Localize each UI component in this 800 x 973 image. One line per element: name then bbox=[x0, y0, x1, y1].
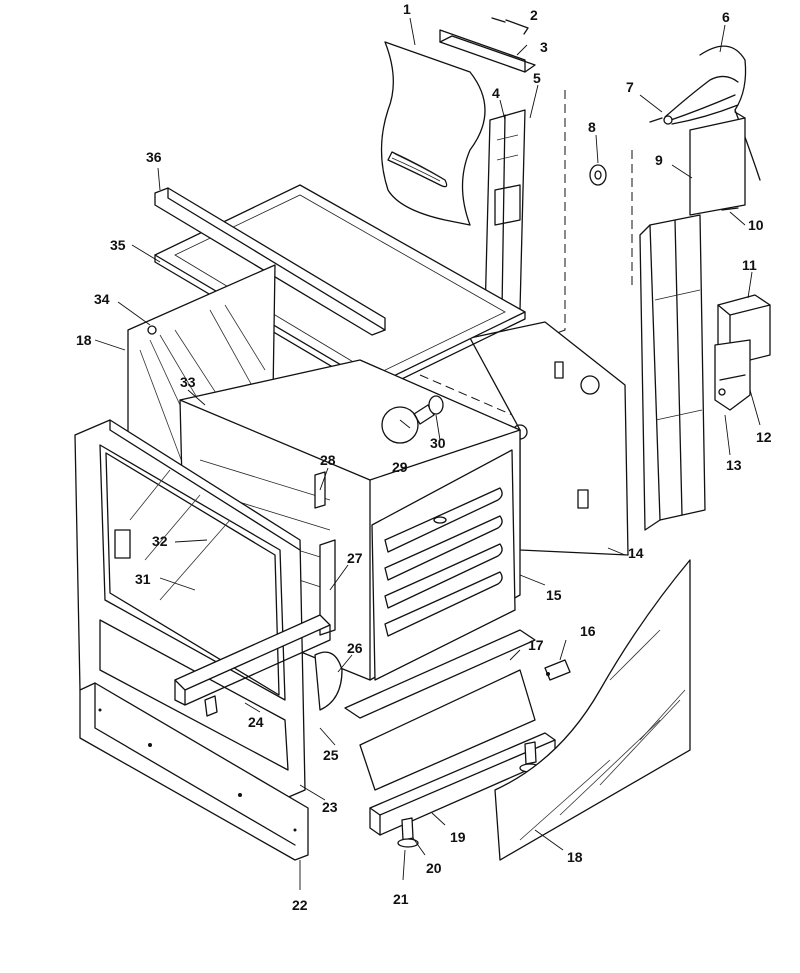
part-clip bbox=[544, 659, 571, 681]
callout-32: 32 bbox=[152, 533, 168, 549]
callout-13: 13 bbox=[726, 457, 742, 473]
callout-14: 14 bbox=[628, 545, 644, 561]
part-left-bracket bbox=[484, 109, 526, 316]
callout-22: 22 bbox=[292, 897, 308, 913]
callout-29: 29 bbox=[392, 459, 408, 475]
callout-18-left: 18 bbox=[76, 332, 92, 348]
part-oven-side-liner bbox=[371, 449, 516, 681]
part-top-trim bbox=[439, 17, 536, 73]
callout-4: 4 bbox=[492, 85, 500, 101]
callout-34: 34 bbox=[94, 291, 110, 307]
callout-19: 19 bbox=[450, 829, 466, 845]
leader-lines bbox=[94, 17, 761, 890]
callout-11: 11 bbox=[742, 257, 757, 273]
callout-5: 5 bbox=[533, 70, 541, 86]
part-grommet bbox=[589, 164, 607, 186]
callout-21: 21 bbox=[393, 891, 409, 907]
part-leveling-leg bbox=[397, 741, 541, 848]
part-mount-bracket bbox=[714, 339, 751, 411]
callout-6: 6 bbox=[722, 9, 730, 25]
callout-31: 31 bbox=[135, 571, 151, 587]
callout-35: 35 bbox=[110, 237, 126, 253]
part-rack-supports bbox=[314, 471, 343, 711]
callout-12: 12 bbox=[756, 429, 772, 445]
callout-25: 25 bbox=[323, 747, 339, 763]
callout-27: 27 bbox=[347, 550, 363, 566]
callout-9: 9 bbox=[655, 152, 663, 168]
part-right-channel bbox=[639, 214, 706, 531]
part-bottom-tray bbox=[344, 629, 536, 791]
callout-23: 23 bbox=[322, 799, 338, 815]
callout-10: 10 bbox=[748, 217, 764, 233]
part-lower-rails bbox=[174, 614, 331, 717]
callout-30: 30 bbox=[430, 435, 446, 451]
callout-labels: 1 2 3 4 5 6 7 8 9 10 11 12 13 14 15 16 1… bbox=[76, 1, 772, 913]
callout-8: 8 bbox=[588, 119, 596, 135]
part-kick-panel bbox=[79, 682, 309, 861]
callout-26: 26 bbox=[347, 640, 363, 656]
part-oven-light bbox=[381, 395, 444, 444]
part-harness-cover bbox=[689, 111, 746, 216]
callout-2: 2 bbox=[530, 7, 538, 23]
callout-20: 20 bbox=[426, 860, 442, 876]
callout-33: 33 bbox=[180, 374, 196, 390]
part-wire-harness bbox=[649, 45, 761, 181]
part-back-panel bbox=[469, 321, 629, 556]
callout-17: 17 bbox=[528, 637, 544, 653]
part-front-rail bbox=[154, 187, 386, 336]
callout-18-right: 18 bbox=[567, 849, 583, 865]
callout-3: 3 bbox=[540, 39, 548, 55]
callout-15: 15 bbox=[546, 587, 562, 603]
callout-36: 36 bbox=[146, 149, 162, 165]
callout-16: 16 bbox=[580, 623, 596, 639]
callout-28: 28 bbox=[320, 452, 336, 468]
part-flue-shield bbox=[380, 41, 486, 226]
part-right-side-panel bbox=[494, 559, 691, 861]
callout-1: 1 bbox=[403, 1, 411, 17]
callout-24: 24 bbox=[248, 714, 264, 730]
callout-7: 7 bbox=[626, 79, 634, 95]
